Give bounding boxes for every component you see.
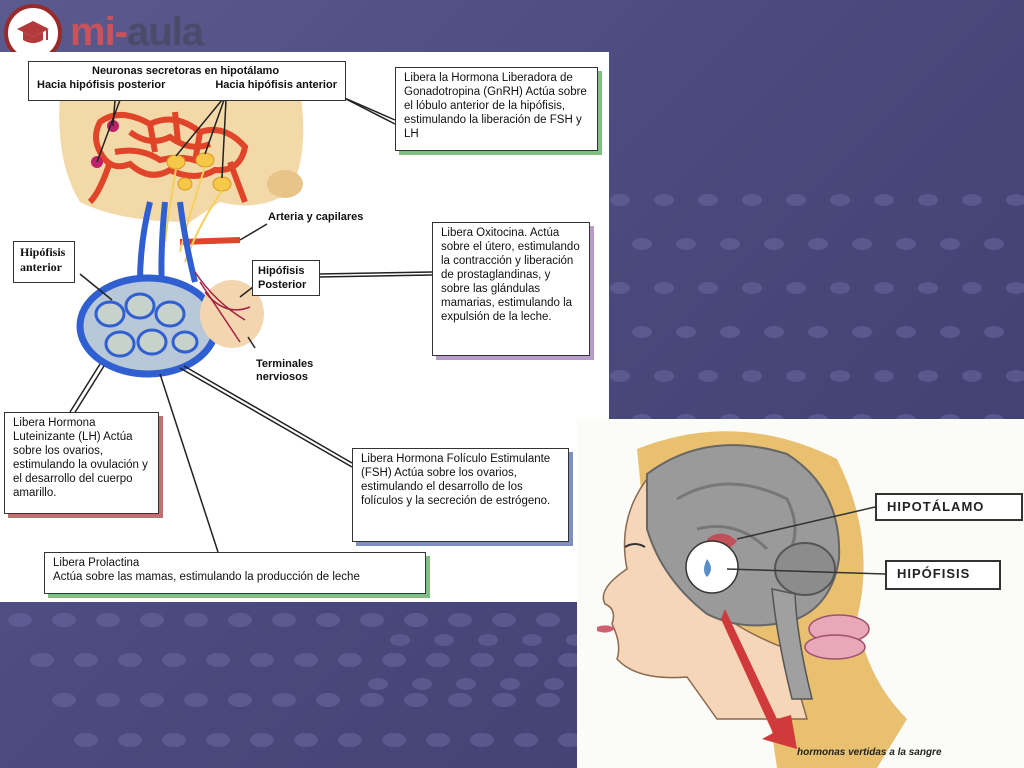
- red-capillary-network: [87, 111, 249, 245]
- label-to-anterior: Hacia hipófisis anterior: [215, 79, 337, 91]
- secretory-neurons: [166, 152, 232, 192]
- prolactina-line2: Actúa sobre las mamas, estimulando la pr…: [53, 571, 360, 583]
- arteria-label: Arteria y capilares: [268, 211, 364, 223]
- scrunchie: [804, 614, 870, 660]
- pituitary-diagram-panel: Neuronas secretoras en hipotálamo Hacia …: [0, 52, 609, 602]
- logo-wordmark: mi-aula: [70, 10, 204, 54]
- head-illustration: [597, 431, 907, 768]
- hipofisis-label: HIPÓFISIS: [885, 560, 1001, 590]
- anterior-pituitary-lobe: [76, 274, 220, 378]
- pituitary-illustration: [59, 78, 433, 553]
- terminales-label: Terminales nerviosos: [256, 358, 314, 383]
- head-illustration-panel: HIPOTÁLAMO HIPÓFISIS hormonas vertidas a…: [577, 419, 1024, 768]
- hormones-caption: hormonas vertidas a la sangre: [797, 747, 942, 758]
- lh-box: Libera Hormona Luteinizante (LH) Actúa s…: [4, 412, 159, 514]
- gnrh-box: Libera la Hormona Liberadora de Gonadotr…: [395, 67, 598, 151]
- hormone-flow-arrow: [721, 609, 797, 749]
- anterior-pituitary-label: Hipófisis anterior: [13, 241, 75, 283]
- label-to-posterior: Hacia hipófisis posterior: [37, 79, 166, 91]
- neurons-title: Neuronas secretoras en hipotálamo: [92, 65, 280, 77]
- prolactina-line1: Libera Prolactina: [53, 557, 140, 569]
- pituitary-highlight: [685, 540, 739, 594]
- prolactina-box: Libera Prolactina Actúa sobre las mamas,…: [44, 552, 426, 594]
- hipotalamo-label: HIPOTÁLAMO: [875, 493, 1023, 521]
- fsh-box: Libera Hormona Folículo Estimulante (FSH…: [352, 448, 569, 542]
- oxitocina-box: Libera Oxitocina. Actúa sobre el útero, …: [432, 222, 590, 356]
- neurons-label-box: Neuronas secretoras en hipotálamo Hacia …: [28, 61, 346, 101]
- posterior-pituitary-label: Hipófisis Posterior: [252, 260, 320, 296]
